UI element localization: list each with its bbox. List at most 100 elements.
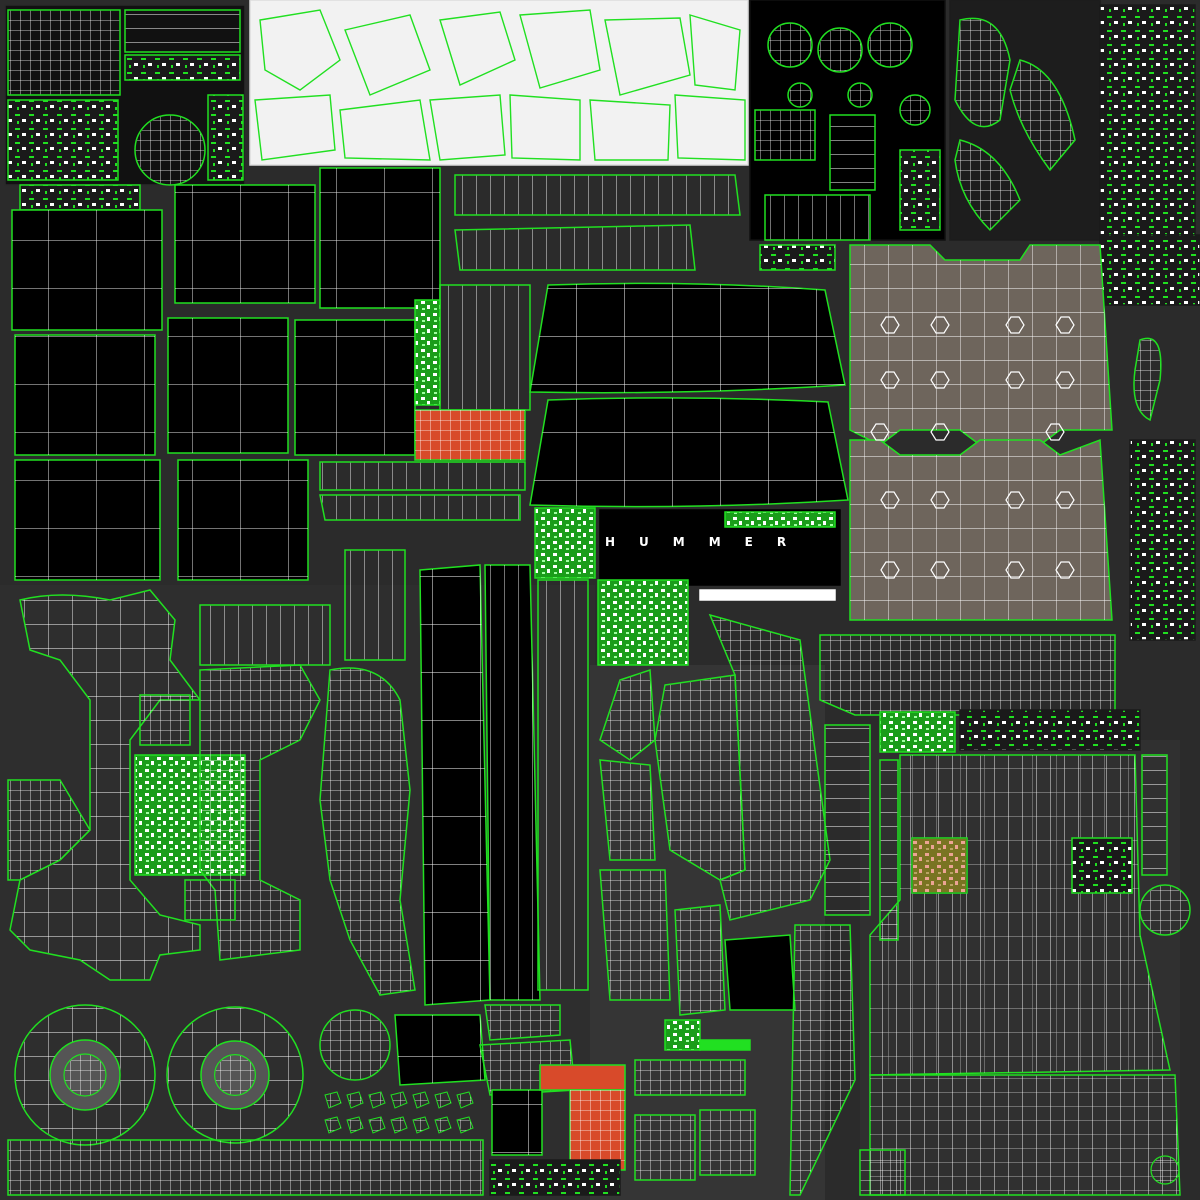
detail-island [207, 94, 244, 181]
rocker-strip-island [537, 579, 589, 991]
light-sheet-island [519, 9, 601, 89]
gauge-island [787, 82, 813, 108]
gauge-island [847, 82, 873, 108]
dashboard-island [754, 109, 816, 161]
small-bolt-island [390, 1116, 408, 1134]
detail-strip [19, 184, 141, 211]
bumper-strip-island [199, 604, 331, 666]
floor-pan-wire [870, 755, 1170, 1075]
red-detail-wire [912, 838, 967, 893]
green-strip [699, 1039, 751, 1051]
small-part [759, 244, 836, 271]
small-bolt-island [346, 1091, 364, 1109]
light-sheet-island [259, 9, 341, 91]
detail-wheel-island [134, 114, 206, 186]
panel-island [484, 1004, 561, 1041]
small-panel [184, 879, 236, 921]
detail-island [124, 9, 241, 53]
hub-island [214, 1053, 257, 1096]
door-panel-wire [295, 320, 415, 455]
small-bolt-island [434, 1116, 452, 1134]
hood-bolt-icon [870, 423, 890, 441]
hub-island [63, 1053, 107, 1097]
small-bolt-island [346, 1116, 364, 1134]
hood-bolt-icon [880, 491, 900, 509]
light-sheet-island [674, 94, 746, 161]
hood-bolt-icon [1055, 561, 1075, 579]
detail-island [7, 9, 121, 96]
hood-bolt-icon [1005, 316, 1025, 334]
door-panel-wire [15, 460, 160, 580]
small-parts-island [1099, 4, 1196, 236]
small-bolt-island [456, 1116, 474, 1134]
strip-island [879, 759, 899, 941]
step-island [708, 613, 831, 921]
brake-disc-island [319, 1009, 391, 1081]
light-sheet-island [344, 14, 431, 96]
small-parts-island [959, 709, 1141, 751]
panel-island [724, 934, 796, 1011]
small-parts-island [489, 1159, 621, 1196]
hood-bolt-icon [880, 316, 900, 334]
bracket-island [599, 759, 656, 861]
green-detail-island [414, 299, 441, 406]
light-sheet-island [429, 94, 506, 161]
small-bolt-island [368, 1116, 386, 1134]
cap-island [1150, 1155, 1180, 1185]
curved-strip-island [954, 17, 1011, 128]
light-sheet-island [604, 17, 691, 96]
hood-bolt-icon [930, 423, 950, 441]
green-detail-island [879, 711, 956, 753]
panel-island [674, 904, 726, 1016]
gauge-island [867, 22, 913, 68]
hood-bolt-icon [1055, 316, 1075, 334]
green-detail-island [664, 1019, 701, 1051]
panel-wire [492, 1090, 542, 1155]
light-sheet-island [589, 99, 671, 161]
hood-bolt-icon [1055, 371, 1075, 389]
gauge-island [817, 27, 863, 73]
hood-bolt-icon [880, 371, 900, 389]
small-curved-part [1133, 337, 1162, 422]
panel-wire [395, 1015, 485, 1085]
hood-bolt-icon [1005, 371, 1025, 389]
door-panel-wire [15, 335, 155, 455]
light-sheet-island [439, 11, 516, 86]
hood-bolt-icon [1005, 491, 1025, 509]
dashboard-island [899, 149, 941, 231]
hood-bolt-icon [930, 491, 950, 509]
frame-island [7, 779, 91, 881]
red-tail-light-wire [415, 410, 525, 460]
gauge-island [899, 94, 931, 126]
small-bolt-island [368, 1091, 386, 1109]
hood-bolt-icon [930, 316, 950, 334]
rear-floor-wire [870, 1075, 1180, 1195]
hood-bolt-icon [930, 561, 950, 579]
panel-island [699, 1109, 756, 1176]
light-sheet-island [254, 94, 336, 161]
panel-island [634, 1114, 696, 1181]
fender-island [319, 667, 416, 996]
light-sheet-island [509, 94, 581, 161]
door-panel-wire [320, 168, 440, 308]
panel-island [599, 869, 671, 1001]
logo-detail [724, 511, 836, 528]
grille-strip-island [824, 724, 871, 916]
small-bolt-island [324, 1091, 342, 1109]
bumper-island [819, 634, 1116, 716]
small-bolt-island [456, 1091, 474, 1109]
detail-island [124, 54, 241, 81]
hood-bolt-icon [1055, 491, 1075, 509]
small-bolt-island [324, 1116, 342, 1134]
pillar-strip-island [344, 549, 406, 661]
pillar-wire [420, 565, 490, 1005]
small-panel [139, 694, 191, 746]
fan-island [1139, 884, 1191, 936]
hood-panel-wire [850, 245, 1112, 445]
pillar-wire [485, 565, 540, 1000]
hummer-logo-text: HUMMER [605, 535, 810, 549]
windshield-wire [530, 397, 848, 507]
hood-bolt-icon [1005, 561, 1025, 579]
red-light-wire [570, 1090, 625, 1170]
dashboard-island [829, 114, 876, 191]
